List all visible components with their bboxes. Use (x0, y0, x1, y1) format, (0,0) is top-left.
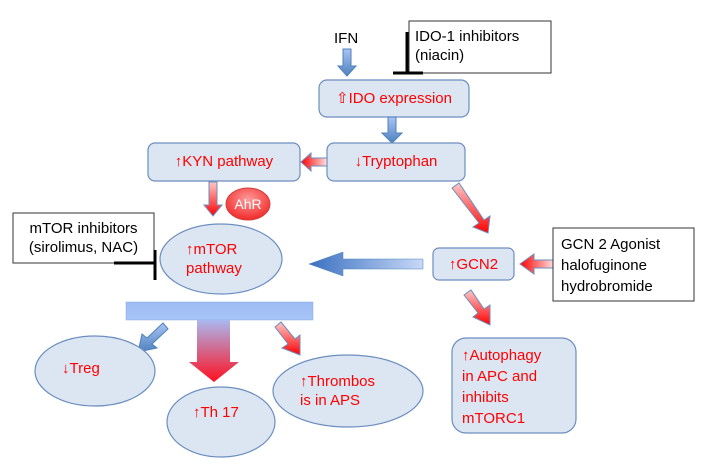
ahr-node (225, 187, 271, 221)
ido-inhibitors-line2: (niacin) (415, 47, 465, 64)
autophagy-node (451, 337, 577, 434)
mtor-pathway-line1: mTOR (193, 241, 238, 258)
th17-text: Th 17 (200, 404, 239, 421)
kyn-pathway-label: ↑KYN pathway (148, 152, 300, 171)
up-arrow-icon: ↑ (462, 347, 470, 364)
gcn2-to-mtor-arrow (308, 251, 424, 277)
up-outline-arrow-icon: ⇧ (336, 90, 349, 107)
ido-inhibitors-box (408, 20, 552, 74)
up-arrow-icon: ↑ (186, 241, 194, 258)
ido-to-tryptophan-arrow (380, 116, 404, 144)
autophagy-line1: Autophagy (469, 347, 542, 364)
mtor-pathway-line2: pathway (186, 260, 242, 277)
mtor-inhibitors-box (12, 212, 155, 264)
autophagy-line3: inhibits (462, 389, 509, 406)
ido-inhibition-bar (393, 32, 423, 75)
tryptophan-text: Tryptophan (362, 153, 438, 170)
treg-text: Treg (69, 360, 100, 377)
mtor-inhibitors-line2: (sirolimus, NAC) (28, 239, 139, 256)
to-th17-arrow (189, 320, 239, 382)
treg-node (34, 335, 156, 407)
mtor-inhibitors-line1: mTOR inhibitors (29, 220, 138, 237)
ifn-label: IFN (334, 30, 359, 47)
mtor-inhibition-bar (114, 250, 157, 280)
agonist-to-gcn2-arrow (519, 253, 555, 275)
tryptophan-to-kyn-arrow (300, 151, 328, 173)
gcn2-node (432, 247, 515, 281)
kyn-pathway-text: KYN pathway (182, 153, 274, 170)
down-arrow-icon: ↓ (354, 153, 363, 170)
ido-expression-text: IDO expression (348, 90, 452, 107)
gcn2-agonist-box (552, 227, 695, 302)
gcn2-text: GCN2 (456, 256, 499, 273)
autophagy-label: ↑Autophagy in APC and inhibits mTORC1 (462, 345, 541, 429)
tryptophan-label: ↓Tryptophan (327, 152, 465, 171)
ido-inhibitors-label: IDO-1 inhibitors (niacin) (415, 27, 519, 65)
ahr-label: AhR (234, 196, 262, 212)
gcn2-agonist-line2: halofuginone (561, 257, 647, 274)
ido-inhibitors-line1: IDO-1 inhibitors (415, 28, 520, 45)
autophagy-line2: in APC and (462, 368, 538, 385)
mtor-inhibitors-label: mTOR inhibitors (sirolimus, NAC) (13, 219, 154, 257)
gcn2-label: ↑GCN2 (433, 255, 514, 274)
mtor-pathway-node (159, 223, 283, 295)
thrombosis-label: ↑Thrombos is in APS (300, 372, 375, 410)
gcn2-agonist-line3: hydrobromide (561, 278, 653, 295)
kyn-to-mtor-arrow (202, 181, 224, 217)
up-arrow-icon: ↑ (174, 153, 183, 170)
thrombosis-line1: Thrombos (307, 373, 376, 390)
down-arrow-icon: ↓ (62, 360, 70, 377)
ido-expression-label: ⇧IDO expression (319, 89, 469, 108)
up-arrow-icon: ↑ (448, 256, 457, 273)
thrombosis-line2: is in APS (300, 392, 361, 409)
distributor-bar (125, 301, 314, 321)
gcn2-agonist-line1: GCN 2 Agonist (561, 236, 661, 253)
mtor-pathway-label: ↑mTOR pathway (186, 240, 242, 278)
ifn-arrow (336, 48, 358, 77)
tryptophan-to-gcn2-arrow (451, 182, 491, 234)
treg-label: ↓Treg (62, 359, 100, 378)
to-treg-arrow (137, 322, 169, 353)
autophagy-line4: mTORC1 (462, 410, 526, 427)
thrombosis-node (272, 354, 424, 428)
up-arrow-icon: ↑ (300, 373, 308, 390)
up-arrow-icon: ↑ (193, 404, 201, 421)
gcn2-agonist-label: GCN 2 Agonist halofuginone hydrobromide (561, 234, 660, 297)
th17-label: ↑Th 17 (193, 403, 239, 422)
to-thrombosis-arrow (274, 321, 301, 356)
kyn-pathway-node (147, 142, 301, 182)
th17-node (166, 386, 276, 458)
gcn2-to-autophagy-arrow (463, 289, 491, 326)
